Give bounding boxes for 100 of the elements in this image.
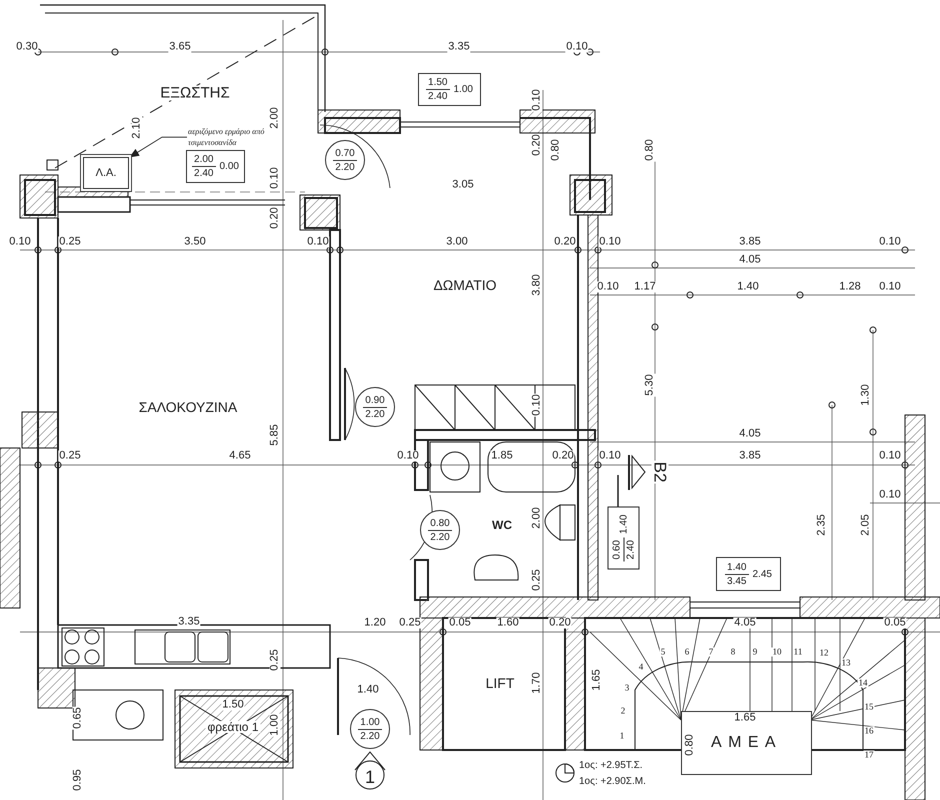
dimension-text: 0.10 xyxy=(878,490,902,500)
dimension-text: 1.17 xyxy=(633,282,657,292)
dimension-text: 3.65 xyxy=(168,42,192,52)
room-name: ΣΑΛΟΚΟΥΖΙΝΑ xyxy=(136,400,240,414)
dimension-text: 0.20 xyxy=(551,450,575,462)
dimension-text: 0.10 xyxy=(8,236,32,248)
step-number: 16 xyxy=(864,726,874,736)
dimension-text: 0.10 xyxy=(306,236,330,248)
dimension-text: 2.20 xyxy=(429,530,451,544)
step-number: 7 xyxy=(708,648,714,656)
section-number: 1 xyxy=(364,768,376,786)
dimension-text: 1.28 xyxy=(838,282,862,292)
step-number: 3 xyxy=(624,684,630,692)
dimension-text: 2.45 xyxy=(752,568,772,580)
step-number: 4 xyxy=(638,662,644,672)
room-name: WC xyxy=(490,519,514,531)
dimension-text: 3.85 xyxy=(738,236,762,248)
room-name: ΕΞΩΣΤΗΣ xyxy=(158,86,232,100)
dimension-text: 5.85 xyxy=(270,423,280,447)
level-note: 1ος: +2.90Σ.Μ. xyxy=(578,777,647,787)
window-tag xyxy=(607,506,639,570)
dimension-text: 3.05 xyxy=(451,180,475,190)
dimension-text: 0.10 xyxy=(270,166,280,190)
dimension-text: 0.00 xyxy=(220,161,239,172)
dimension-text: 2.10 xyxy=(132,116,142,140)
door-tag xyxy=(325,140,365,180)
dimension-text: 0.10 xyxy=(598,450,622,462)
step-number: 17 xyxy=(864,750,874,760)
dimension-text: 0.20 xyxy=(553,236,577,248)
room-name: φρεάτιο 1 xyxy=(206,721,260,733)
door-tag xyxy=(420,510,460,550)
window-tag xyxy=(418,73,481,106)
step-number: 14 xyxy=(858,678,868,688)
step-number: 1 xyxy=(618,732,626,740)
step-number: 2 xyxy=(620,706,626,716)
dimension-text: 0.25 xyxy=(58,236,82,248)
step-number: 10 xyxy=(772,648,782,656)
dimension-text: 3.35 xyxy=(447,42,471,52)
dimension-text: 2.40 xyxy=(193,167,214,180)
dimension-text: 1.40 xyxy=(356,684,380,696)
dimension-text: 2.00 xyxy=(192,153,216,167)
step-number: 6 xyxy=(684,648,690,656)
window-tag xyxy=(716,557,781,591)
dimension-text: 0.10 xyxy=(596,282,620,292)
dimension-text: 0.80 xyxy=(550,138,562,162)
dimension-text: 5.30 xyxy=(644,373,656,397)
dimension-text: 1.50 xyxy=(221,700,245,710)
section-mark: B2 xyxy=(652,460,668,484)
cabinet-box: Λ.Α. xyxy=(83,157,129,189)
step-number: 15 xyxy=(864,702,874,712)
dimension-text: 1.40 xyxy=(725,560,748,574)
dimension-text: 2.40 xyxy=(624,539,636,562)
dimension-text: 0.60 xyxy=(610,538,624,562)
room-name: LIFT xyxy=(484,676,516,690)
dimension-text: 3.50 xyxy=(183,236,207,248)
dimension-text: 0.70 xyxy=(333,146,357,160)
dimension-text: 0.05 xyxy=(448,618,472,628)
step-number: 5 xyxy=(660,648,666,656)
dimension-text: 0.25 xyxy=(58,450,82,462)
dimension-text: 0.05 xyxy=(883,618,907,628)
dimension-text: 1.30 xyxy=(860,383,872,407)
step-number: 11 xyxy=(792,648,804,656)
level-note: 1ος: +2.95Τ.Σ. xyxy=(578,761,644,771)
room-name: ΔΩΜΑΤΙΟ xyxy=(431,278,499,292)
dimension-text: 3.80 xyxy=(532,273,542,297)
dimension-text: 1.85 xyxy=(490,450,514,462)
door-tag xyxy=(355,387,395,427)
dimension-text: 0.20 xyxy=(270,206,280,230)
dimension-text: 0.10 xyxy=(598,236,622,248)
dimension-text: 0.10 xyxy=(878,282,902,292)
dimension-text: 1.40 xyxy=(736,282,760,292)
dimension-text: 0.10 xyxy=(878,450,902,462)
dimension-text: 2.40 xyxy=(427,90,448,103)
dimension-text: 0.80 xyxy=(684,733,696,757)
dimension-text: 0.95 xyxy=(72,768,84,792)
dimension-text: 4.05 xyxy=(738,254,762,266)
dimension-text: 3.45 xyxy=(726,574,748,588)
dimension-text: 1.00 xyxy=(454,84,473,95)
dimension-text: 2.00 xyxy=(532,506,542,530)
door-tag xyxy=(350,709,390,749)
dimension-text: 1.60 xyxy=(496,618,520,628)
window-tag xyxy=(186,150,245,183)
dimension-text: 0.10 xyxy=(532,393,542,417)
leader-line xyxy=(129,136,188,158)
dimension-text: 1.20 xyxy=(363,618,387,628)
dimension-text: 2.00 xyxy=(270,106,280,130)
dimension-text: 0.10 xyxy=(878,236,902,248)
dimension-text: 0.80 xyxy=(428,516,452,530)
dimension-text: 4.05 xyxy=(733,618,757,628)
dimension-text: 0.20 xyxy=(548,618,572,628)
dimension-text: 0.10 xyxy=(565,42,589,52)
dimension-text: 1.65 xyxy=(592,668,602,692)
dimension-text: 0.65 xyxy=(72,706,84,730)
dimension-text: 2.20 xyxy=(359,730,381,742)
dimension-text: 1.50 xyxy=(426,76,450,90)
dimension-text: 1.40 xyxy=(618,514,628,534)
step-number: 8 xyxy=(730,648,736,656)
dimension-text: 1.00 xyxy=(358,716,382,730)
dimension-text: 0.25 xyxy=(532,568,542,592)
dimension-text: 1.00 xyxy=(270,713,280,737)
